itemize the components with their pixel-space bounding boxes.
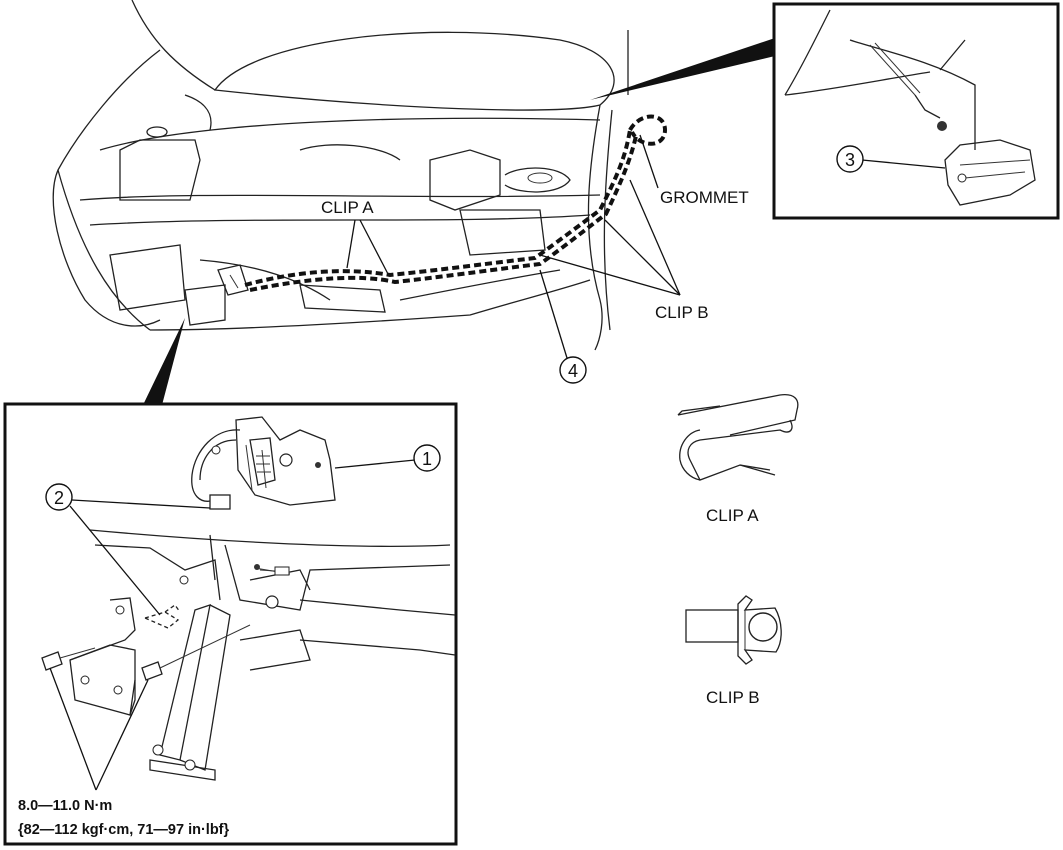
clip-a-illustration [677, 394, 799, 481]
grommet-leader [639, 134, 659, 189]
callout-2-leader-1 [71, 499, 211, 509]
clip-b-label: CLIP B [655, 303, 709, 322]
callout-1-leader [334, 459, 416, 469]
vehicle-front-view [52, 0, 629, 351]
clip-b-illustration [685, 595, 782, 665]
detail-pointer-bottom [143, 318, 185, 405]
clip-a-leader-2 [359, 219, 389, 275]
clip-a-legend-label: CLIP A [706, 506, 759, 525]
torque-spec-line2: {82—112 kgf·cm, 71—97 in·lbf} [18, 822, 229, 838]
clip-b-leader-1 [629, 179, 681, 296]
bolt-right [141, 624, 251, 681]
callout-4: 4 [539, 269, 587, 384]
detail-box-release-lever: 3 [772, 2, 1060, 220]
torque-leader-2 [95, 679, 149, 791]
clip-b-leader-2 [604, 219, 681, 296]
svg-text:4: 4 [568, 361, 578, 381]
torque-leader-1 [49, 667, 97, 791]
detail-box-hood-latch: 1 [3, 402, 458, 846]
latch-bracket [69, 597, 136, 716]
release-cable [244, 114, 668, 292]
release-lever-handle [944, 139, 1036, 206]
grommet-label: GROMMET [660, 188, 749, 207]
callout-2-leader-2 [69, 505, 161, 616]
detail-pointer-top [590, 38, 775, 100]
bolt-left [41, 647, 96, 671]
clip-b-legend-label: CLIP B [706, 688, 760, 707]
torque-spec-line1: 8.0—11.0 N·m [18, 798, 112, 814]
callout-3: 3 [845, 150, 855, 170]
hood-latch-part [191, 416, 336, 510]
callout-2: 2 [54, 488, 64, 508]
clip-a-leader-1 [346, 219, 356, 269]
callout-1: 1 [422, 449, 432, 469]
clip-b-leader-3 [539, 254, 681, 296]
clip-a-label: CLIP A [321, 198, 374, 217]
